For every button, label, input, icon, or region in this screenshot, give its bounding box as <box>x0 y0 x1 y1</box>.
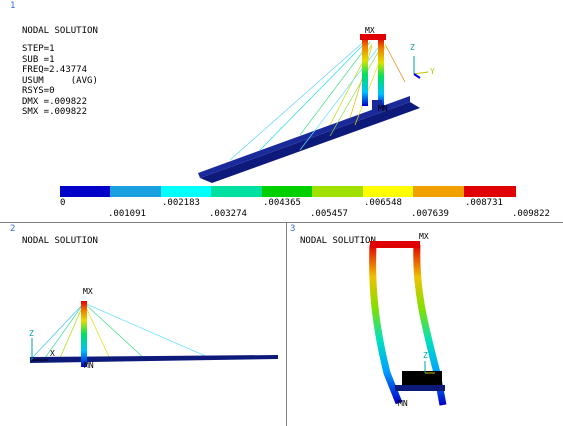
info-usum: USUM (AVG) <box>22 75 98 86</box>
viewport-1[interactable]: 1 NODAL SOLUTION STEP=1 SUB =1 FREQ=2.43… <box>0 0 563 223</box>
info-smx: SMX =.009822 <box>22 107 88 117</box>
viewport-2[interactable]: 2 NODAL SOLUTION MX MN Z X <box>0 223 287 426</box>
legend-band-6 <box>312 186 363 197</box>
viewport-number: 2 <box>10 224 16 234</box>
axis-z-label: Z <box>29 329 34 338</box>
legend-band-5 <box>262 186 312 197</box>
legend-label: 0 <box>60 198 66 208</box>
axis-x-label: X <box>50 349 55 358</box>
viewport-3[interactable]: 3 NODAL SOLUTION MX MN Z <box>287 223 563 426</box>
info-sub: SUB =1 <box>22 54 55 65</box>
legend-label: .006548 <box>364 198 402 208</box>
viewport-number: 1 <box>10 1 16 11</box>
viewport-title: NODAL SOLUTION <box>300 236 376 246</box>
bridge-model-isometric <box>198 34 429 183</box>
legend-label: .008731 <box>465 198 503 208</box>
viewport-number: 3 <box>290 224 296 234</box>
max-marker: MX <box>419 232 429 241</box>
legend-label: .009822 <box>512 209 550 219</box>
legend-label: .001091 <box>108 209 146 219</box>
legend-band-8 <box>413 186 464 197</box>
info-step: STEP=1 <box>22 44 55 54</box>
legend-band-7 <box>363 186 413 197</box>
max-marker: MX <box>365 26 375 35</box>
legend-band-1 <box>60 186 110 197</box>
viewport-title: NODAL SOLUTION <box>22 236 98 246</box>
min-marker: MN <box>84 361 94 370</box>
viewport-title: NODAL SOLUTION <box>22 26 98 36</box>
max-marker: MX <box>83 287 93 296</box>
axis-z-label: Z <box>423 351 428 360</box>
solution-info: STEP=1 SUB =1 FREQ=2.43774 USUM (AVG) RS… <box>22 44 98 118</box>
legend-label: .004365 <box>263 198 301 208</box>
legend-label: .003274 <box>209 209 247 219</box>
legend-label: .007639 <box>411 209 449 219</box>
legend-label: .002183 <box>162 198 200 208</box>
legend-band-3 <box>161 186 211 197</box>
min-marker: MN <box>398 399 408 408</box>
legend-band-2 <box>110 186 161 197</box>
info-dmx: DMX =.009822 <box>22 96 88 107</box>
tower-model-side <box>369 241 447 406</box>
info-rsys: RSYS=0 <box>22 86 55 96</box>
legend-label: .005457 <box>310 209 348 219</box>
legend-band-4 <box>211 186 262 197</box>
bridge-model-front <box>30 301 278 367</box>
info-freq: FREQ=2.43774 <box>22 65 88 75</box>
legend-band-9 <box>464 186 516 197</box>
min-marker: MN <box>378 104 388 113</box>
axis-z-label: Z <box>410 43 415 52</box>
axis-y-label: Y <box>430 67 435 76</box>
